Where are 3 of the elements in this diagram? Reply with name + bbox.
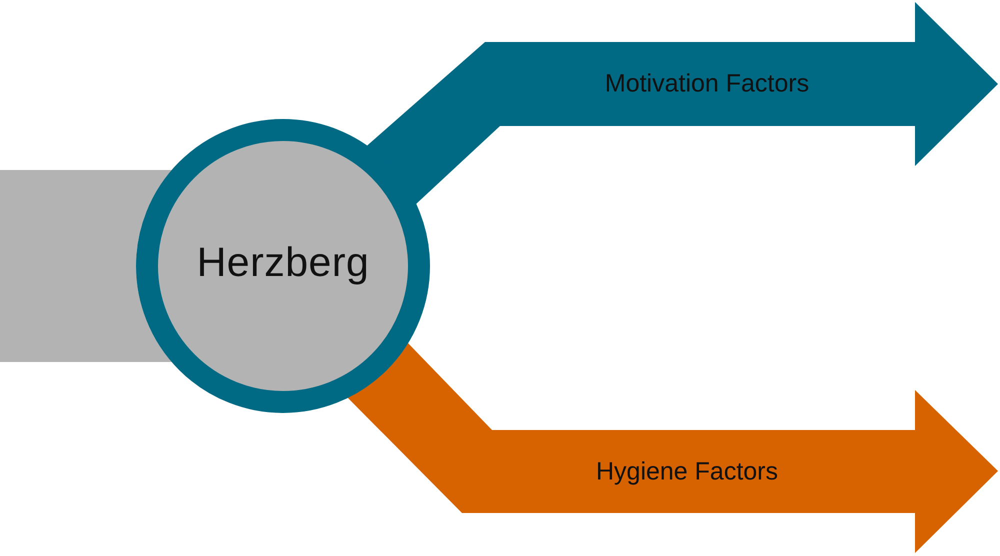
arrow-label: Motivation Factors xyxy=(604,72,810,96)
arrow-label: Hygiene Factors xyxy=(596,460,778,484)
node-label: Herzberg xyxy=(196,242,370,286)
